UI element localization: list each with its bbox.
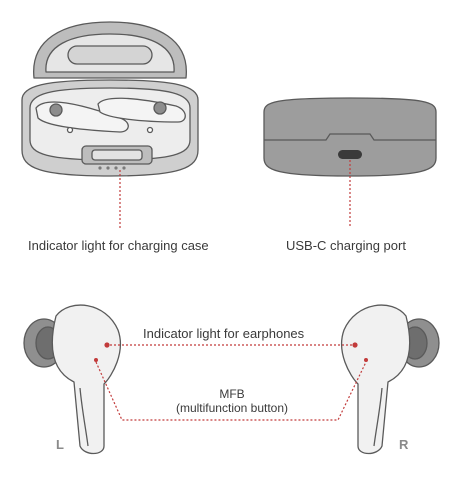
mfb-label-title: MFB [219,387,245,401]
left-side-label: L [56,437,64,452]
open-charging-case [21,21,199,177]
left-mfb-point [94,358,98,362]
earphone-indicator-label: Indicator light for earphones [141,326,307,341]
usb-port-label: USB-C charging port [286,238,406,253]
left-earphone [23,304,121,455]
mfb-label: MFB (multifunction button) [150,387,314,415]
case-indicator-lights [98,166,126,170]
mfb-label-subtitle: (multifunction button) [175,401,289,415]
right-earphone-indicator [352,342,358,348]
right-earphone [341,304,440,455]
right-mfb-point [364,358,368,362]
case-indicator-label: Indicator light for charging case [28,238,209,253]
closed-charging-case [263,97,437,177]
right-side-label: R [399,437,409,452]
usb-c-port [338,150,362,159]
left-earphone-indicator [104,342,110,348]
